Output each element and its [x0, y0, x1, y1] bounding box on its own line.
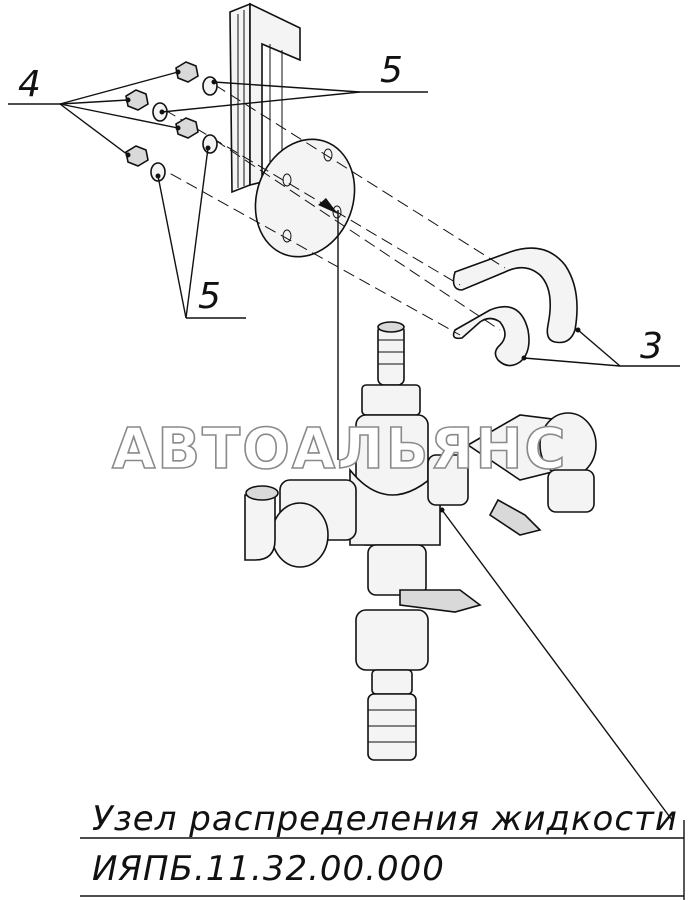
drawing-name: Узел распределения жидкости — [92, 799, 678, 839]
callout-u-bolts: 3 — [521, 326, 680, 367]
callout-washers-bottom-label: 5 — [198, 276, 221, 317]
assembly-leader — [337, 210, 673, 821]
callout-washers-top: 5 — [159, 50, 428, 115]
angle-bracket — [229, 2, 301, 194]
callout-nuts: 4 — [8, 64, 181, 158]
callout-nuts-label: 4 — [18, 64, 41, 105]
drawing-code: ИЯПБ.11.32.00.000 — [92, 849, 445, 889]
hex-nuts — [125, 61, 199, 167]
distribution-valve-assembly — [244, 321, 597, 761]
callout-washers-bottom: 5 — [155, 145, 246, 319]
u-bolts — [154, 84, 578, 367]
callout-u-bolts-label: 3 — [640, 326, 663, 367]
title-block: Узел распределения жидкости ИЯПБ.11.32.0… — [80, 799, 685, 900]
callout-washers-top-label: 5 — [380, 50, 403, 91]
watermark: АВТОАЛЬЯНС — [112, 417, 567, 482]
